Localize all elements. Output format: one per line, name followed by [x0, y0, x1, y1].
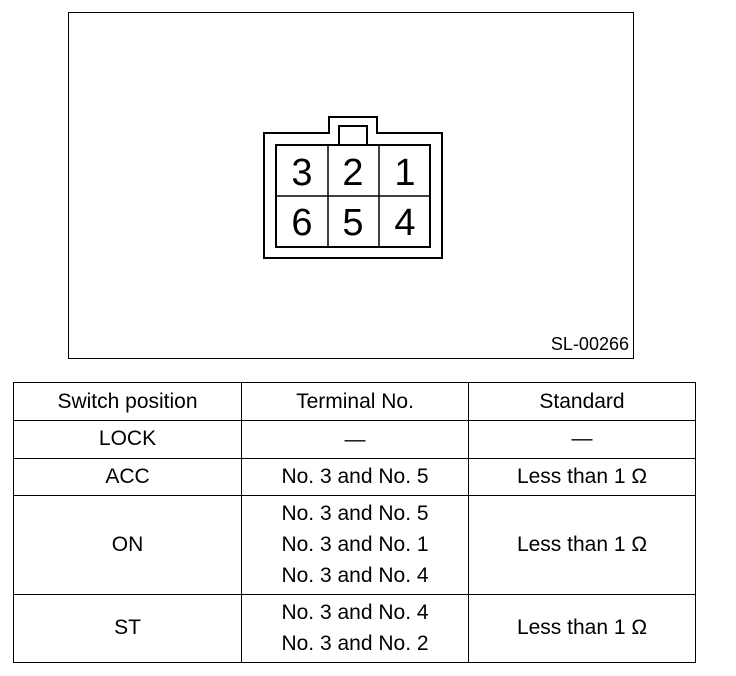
- terminal-label: 1: [394, 152, 415, 194]
- row-terminals: No. 3 and No. 4 No. 3 and No. 2: [241, 593, 469, 663]
- terminal-pair: No. 3 and No. 1: [281, 533, 429, 557]
- terminal-label: 6: [291, 202, 312, 244]
- header-terminal-no: Terminal No.: [241, 381, 469, 422]
- terminal-pair: No. 3 and No. 4: [281, 601, 429, 625]
- terminal-label: 5: [342, 202, 363, 244]
- table-row: ACC No. 3 and No. 5 Less than 1 Ω: [13, 457, 696, 496]
- table-row: ON No. 3 and No. 5 No. 3 and No. 1 No. 3…: [13, 494, 696, 595]
- connector-latch: [338, 125, 368, 147]
- row-terminals: No. 3 and No. 5 No. 3 and No. 1 No. 3 an…: [241, 494, 469, 595]
- header-switch-position: Switch position: [13, 381, 242, 422]
- connector-figure: 3 2 1 6 5 4 SL-00266: [68, 12, 634, 359]
- row-standard: Less than 1 Ω: [468, 494, 696, 595]
- header-standard: Standard: [468, 381, 696, 422]
- terminal-pair: No. 3 and No. 2: [281, 632, 429, 656]
- table-row: ST No. 3 and No. 4 No. 3 and No. 2 Less …: [13, 593, 696, 663]
- connector-diagram: 3 2 1 6 5 4: [263, 116, 443, 259]
- row-standard: —: [468, 420, 696, 459]
- terminal-pair: No. 3 and No. 5: [281, 465, 429, 489]
- terminal-label: 2: [342, 152, 363, 194]
- terminal-pair: No. 3 and No. 5: [281, 502, 429, 526]
- row-position: ON: [13, 494, 242, 595]
- row-position: ACC: [13, 457, 242, 496]
- terminal-label: 4: [394, 202, 415, 244]
- terminal-pair: No. 3 and No. 4: [281, 564, 429, 588]
- row-position: LOCK: [13, 420, 242, 459]
- row-position: ST: [13, 593, 242, 663]
- switch-spec-table: Switch position Terminal No. Standard LO…: [13, 381, 696, 663]
- row-terminals: —: [241, 420, 469, 459]
- row-standard: Less than 1 Ω: [468, 457, 696, 496]
- table-header-row: Switch position Terminal No. Standard: [13, 381, 696, 422]
- terminal-pair: —: [344, 427, 366, 451]
- terminal-label: 3: [291, 152, 312, 194]
- table-row: LOCK — —: [13, 420, 696, 459]
- row-standard: Less than 1 Ω: [468, 593, 696, 663]
- figure-code: SL-00266: [550, 334, 629, 354]
- row-terminals: No. 3 and No. 5: [241, 457, 469, 496]
